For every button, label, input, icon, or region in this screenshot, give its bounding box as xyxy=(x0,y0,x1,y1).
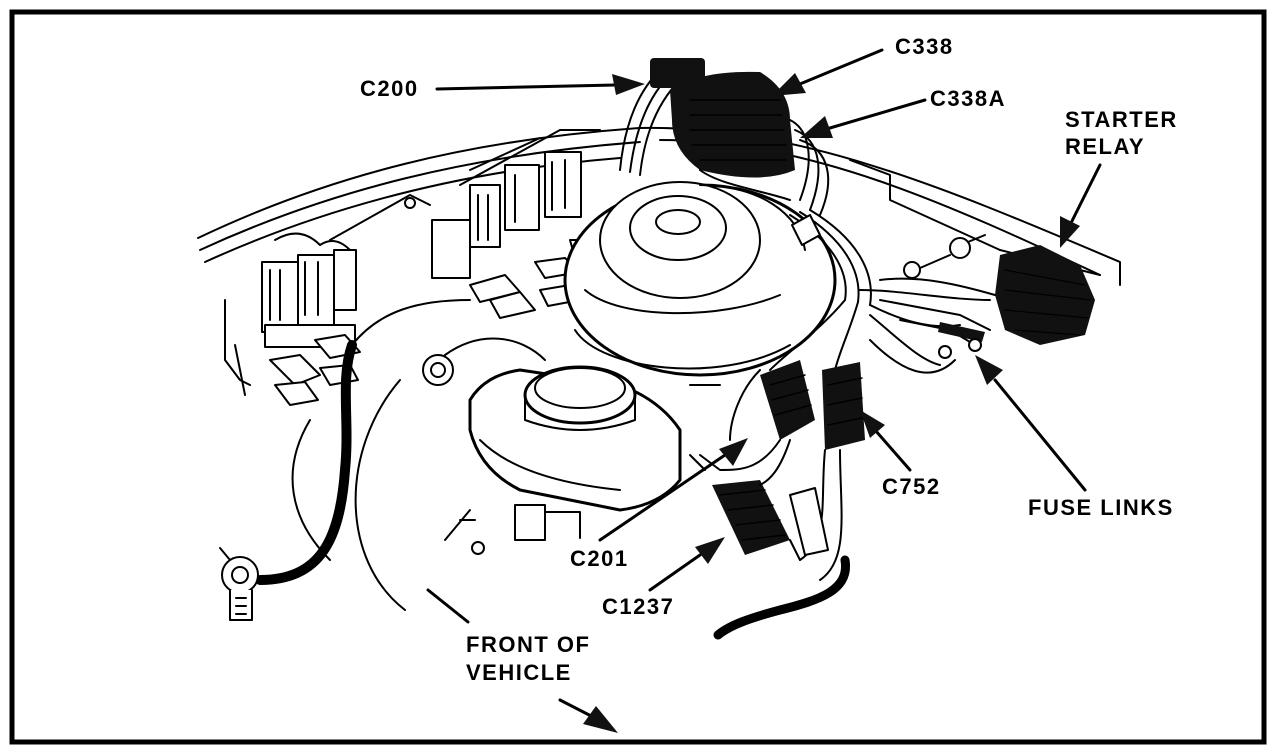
starter-relay xyxy=(995,245,1095,345)
label-starter-relay-line2: RELAY xyxy=(1065,134,1145,159)
right-harness xyxy=(689,209,996,640)
label-fuse-links: FUSE LINKS xyxy=(1028,495,1174,520)
label-c338a: C338A xyxy=(930,86,1006,111)
fuse-links xyxy=(869,234,991,374)
air-cleaner xyxy=(563,181,837,377)
label-c338: C338 xyxy=(895,34,954,59)
label-front-line2: VEHICLE xyxy=(466,660,572,685)
label-c201: C201 xyxy=(570,546,629,571)
callout-arrows xyxy=(426,48,1102,733)
coil-pack-center xyxy=(329,129,601,279)
label-starter-relay-line1: STARTER xyxy=(1065,107,1178,132)
label-c200: C200 xyxy=(360,76,419,101)
firewall-harness xyxy=(619,58,830,216)
coil-pack-left xyxy=(261,232,357,348)
ground-harness xyxy=(219,299,546,621)
label-front-line1: FRONT OF xyxy=(466,632,590,657)
label-c1237: C1237 xyxy=(602,594,674,619)
label-c752: C752 xyxy=(882,474,941,499)
master-cylinder xyxy=(444,365,682,555)
labels: C200 C338 C338A STARTER RELAY FUSE LINKS… xyxy=(360,34,1178,685)
